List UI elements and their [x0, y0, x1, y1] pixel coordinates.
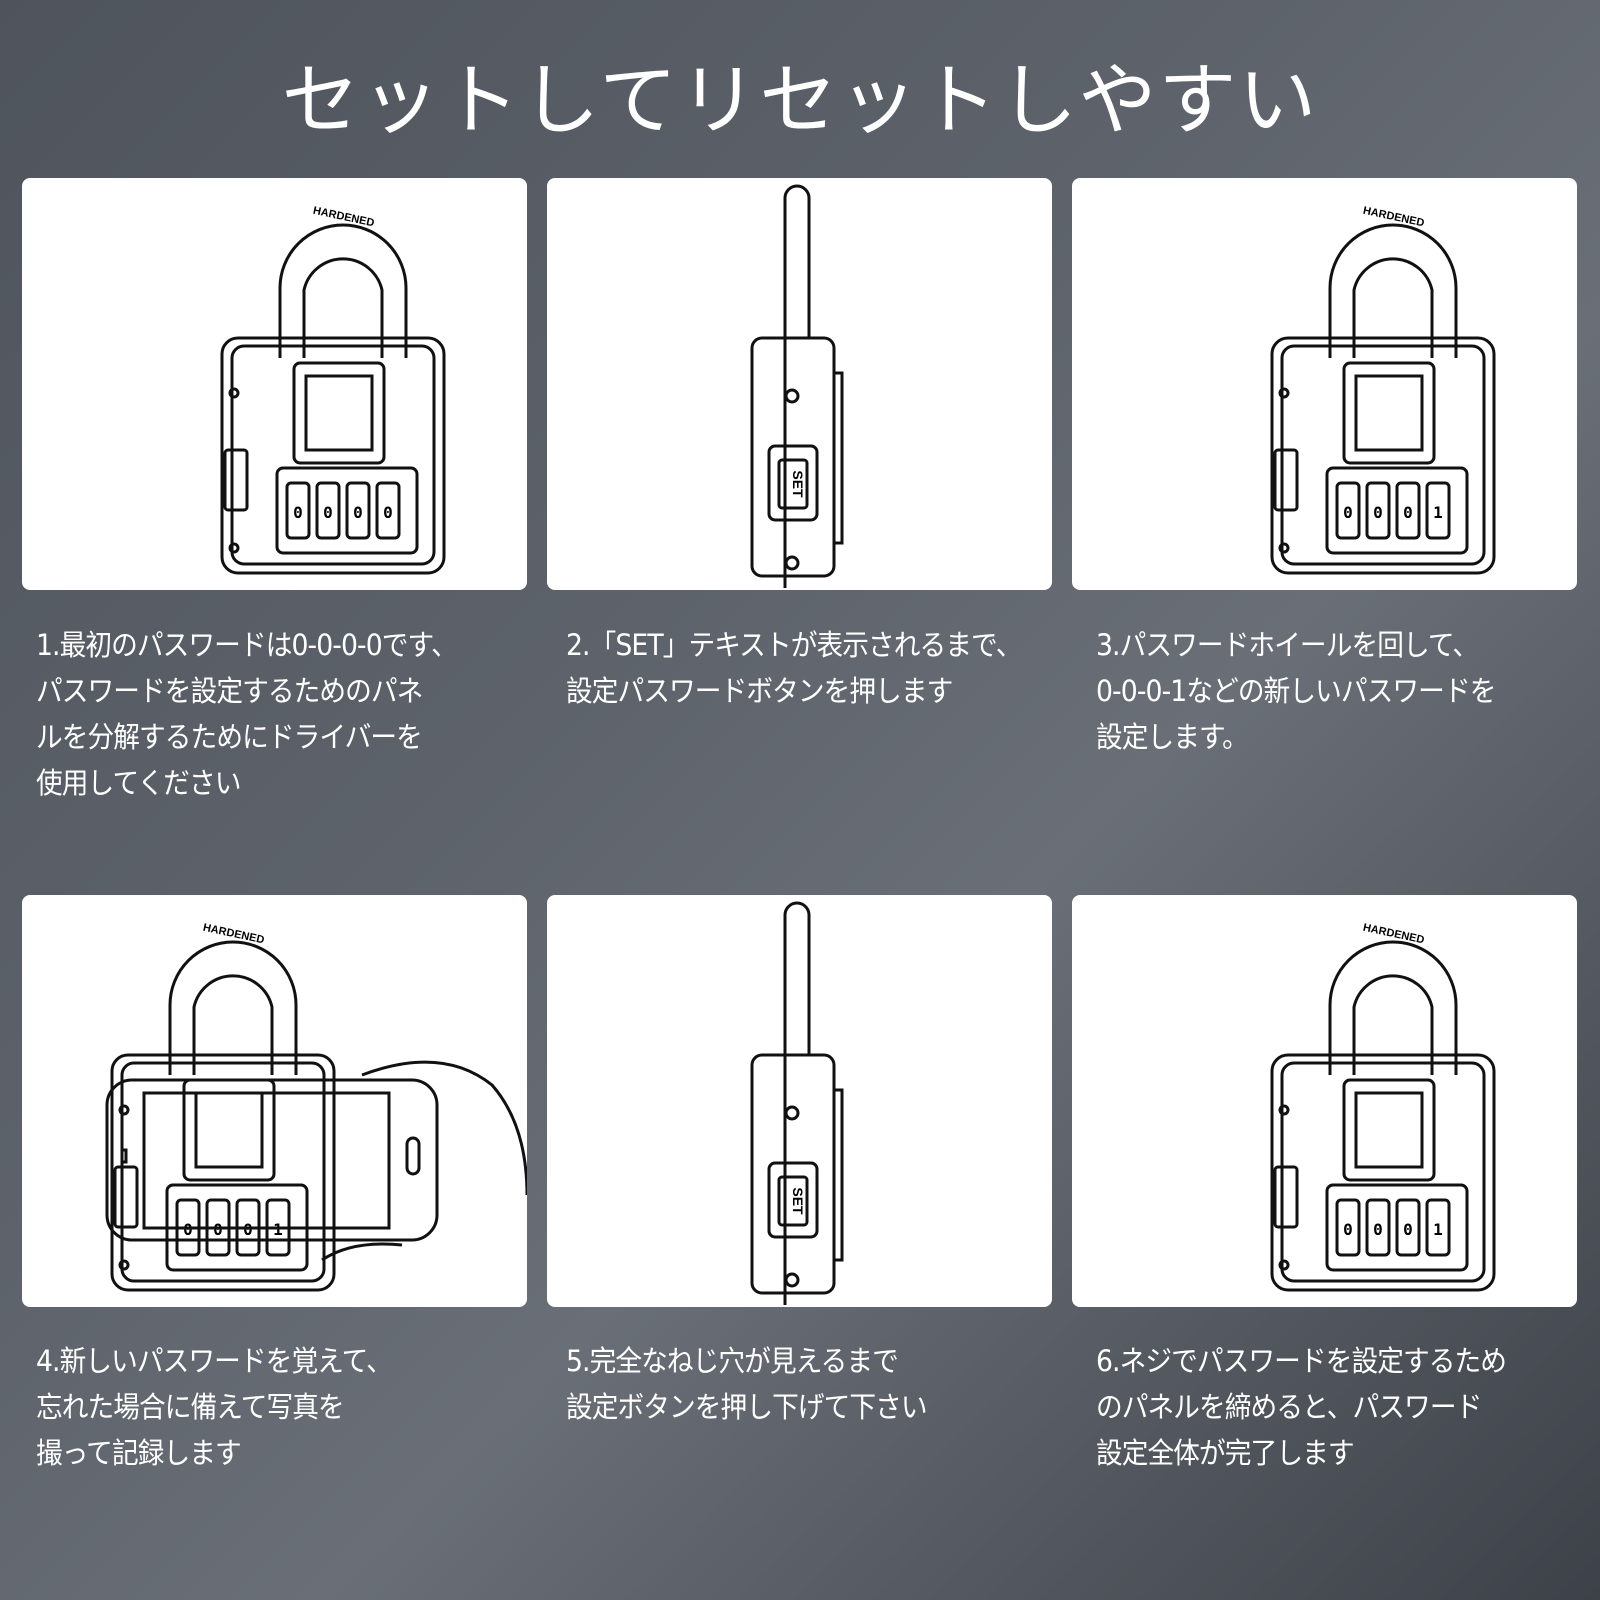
step-5-illustration: SET: [547, 895, 1052, 1307]
dial-digit: 0: [1403, 503, 1413, 522]
step-2-illustration: SET: [547, 178, 1052, 590]
dial-digit: 0: [353, 503, 363, 522]
step-4-illustration: HARDENED 0 0 0 1: [22, 895, 527, 1307]
caption-line: 設定します。: [1096, 720, 1249, 754]
padlock-illustration: HARDENED 0 0 0 1: [1270, 922, 1496, 1292]
caption-line: 忘れた場合に備えて写真を: [36, 1390, 345, 1424]
dial-digit: 0: [323, 503, 333, 522]
caption-line: 0-0-0-1などの新しいパスワードを: [1096, 674, 1496, 708]
dial-digit: 0: [1373, 1220, 1383, 1239]
caption-line: パスワードを設定するためのパネ: [36, 674, 423, 708]
dial-digit: 0: [1403, 1220, 1413, 1239]
step-6-caption: 6.ネジでパスワードを設定するためのパネルを締めると、パスワード設定全体が完了し…: [1096, 1338, 1565, 1476]
padlock-illustration: HARDENED 0 0 0 0: [220, 205, 446, 575]
caption-line: 5.完全なねじ穴が見えるまで: [566, 1344, 899, 1378]
dial-digit: 1: [1433, 1220, 1443, 1239]
dial-digit: 0: [383, 503, 393, 522]
caption-line: 設定全体が完了します: [1096, 1436, 1355, 1470]
padlock-illustration: SET: [750, 901, 844, 1305]
step-3-illustration: HARDENED 0 0 0 1: [1072, 178, 1577, 590]
dial-digit: 0: [1343, 1220, 1353, 1239]
padlock-illustration: SET: [750, 184, 844, 588]
step-1-illustration: HARDENED 0 0 0 0: [22, 178, 527, 590]
set-label: SET: [790, 1187, 806, 1215]
caption-line: 3.パスワードホイールを回して、: [1096, 628, 1479, 662]
step-1-caption: 1.最初のパスワードは0-0-0-0です、パスワードを設定するためのパネルを分解…: [36, 622, 505, 806]
caption-line: ルを分解するためにドライバーを: [36, 720, 423, 754]
padlock-illustration: HARDENED 0 0 0 1: [105, 922, 527, 1292]
caption-line: のパネルを締めると、パスワード: [1096, 1390, 1482, 1424]
caption-line: 設定パスワードボタンを押します: [566, 674, 953, 708]
caption-line: 6.ネジでパスワードを設定するため: [1096, 1344, 1507, 1378]
padlock-illustration: HARDENED 0 0 0 1: [1270, 205, 1496, 575]
step-6-illustration: HARDENED 0 0 0 1: [1072, 895, 1577, 1307]
caption-line: 使用してください: [36, 766, 241, 800]
dial-digit: 0: [293, 503, 303, 522]
set-label: SET: [790, 470, 806, 498]
caption-line: 1.最初のパスワードは0-0-0-0です、: [36, 628, 458, 662]
caption-line: 撮って記録します: [36, 1436, 242, 1470]
caption-line: 設定ボタンを押し下げて下さい: [566, 1390, 928, 1424]
dial-digit: 0: [1343, 503, 1353, 522]
step-2-caption: 2.「SET」テキストが表示されるまで、設定パスワードボタンを押します: [566, 622, 1035, 714]
dial-digit: 0: [1373, 503, 1383, 522]
step-3-caption: 3.パスワードホイールを回して、 0-0-0-1などの新しいパスワードを設定します…: [1096, 622, 1565, 760]
page-title: セットしてリセットしやすい: [281, 56, 1319, 146]
caption-line: 2.「SET」テキストが表示されるまで、: [566, 628, 1022, 662]
step-5-caption: 5.完全なねじ穴が見えるまで設定ボタンを押し下げて下さい: [566, 1338, 1035, 1430]
dial-digit: 1: [1433, 503, 1443, 522]
step-4-caption: 4.新しいパスワードを覚えて、忘れた場合に備えて写真を撮って記録します: [36, 1338, 505, 1476]
caption-line: 4.新しいパスワードを覚えて、: [36, 1344, 393, 1378]
